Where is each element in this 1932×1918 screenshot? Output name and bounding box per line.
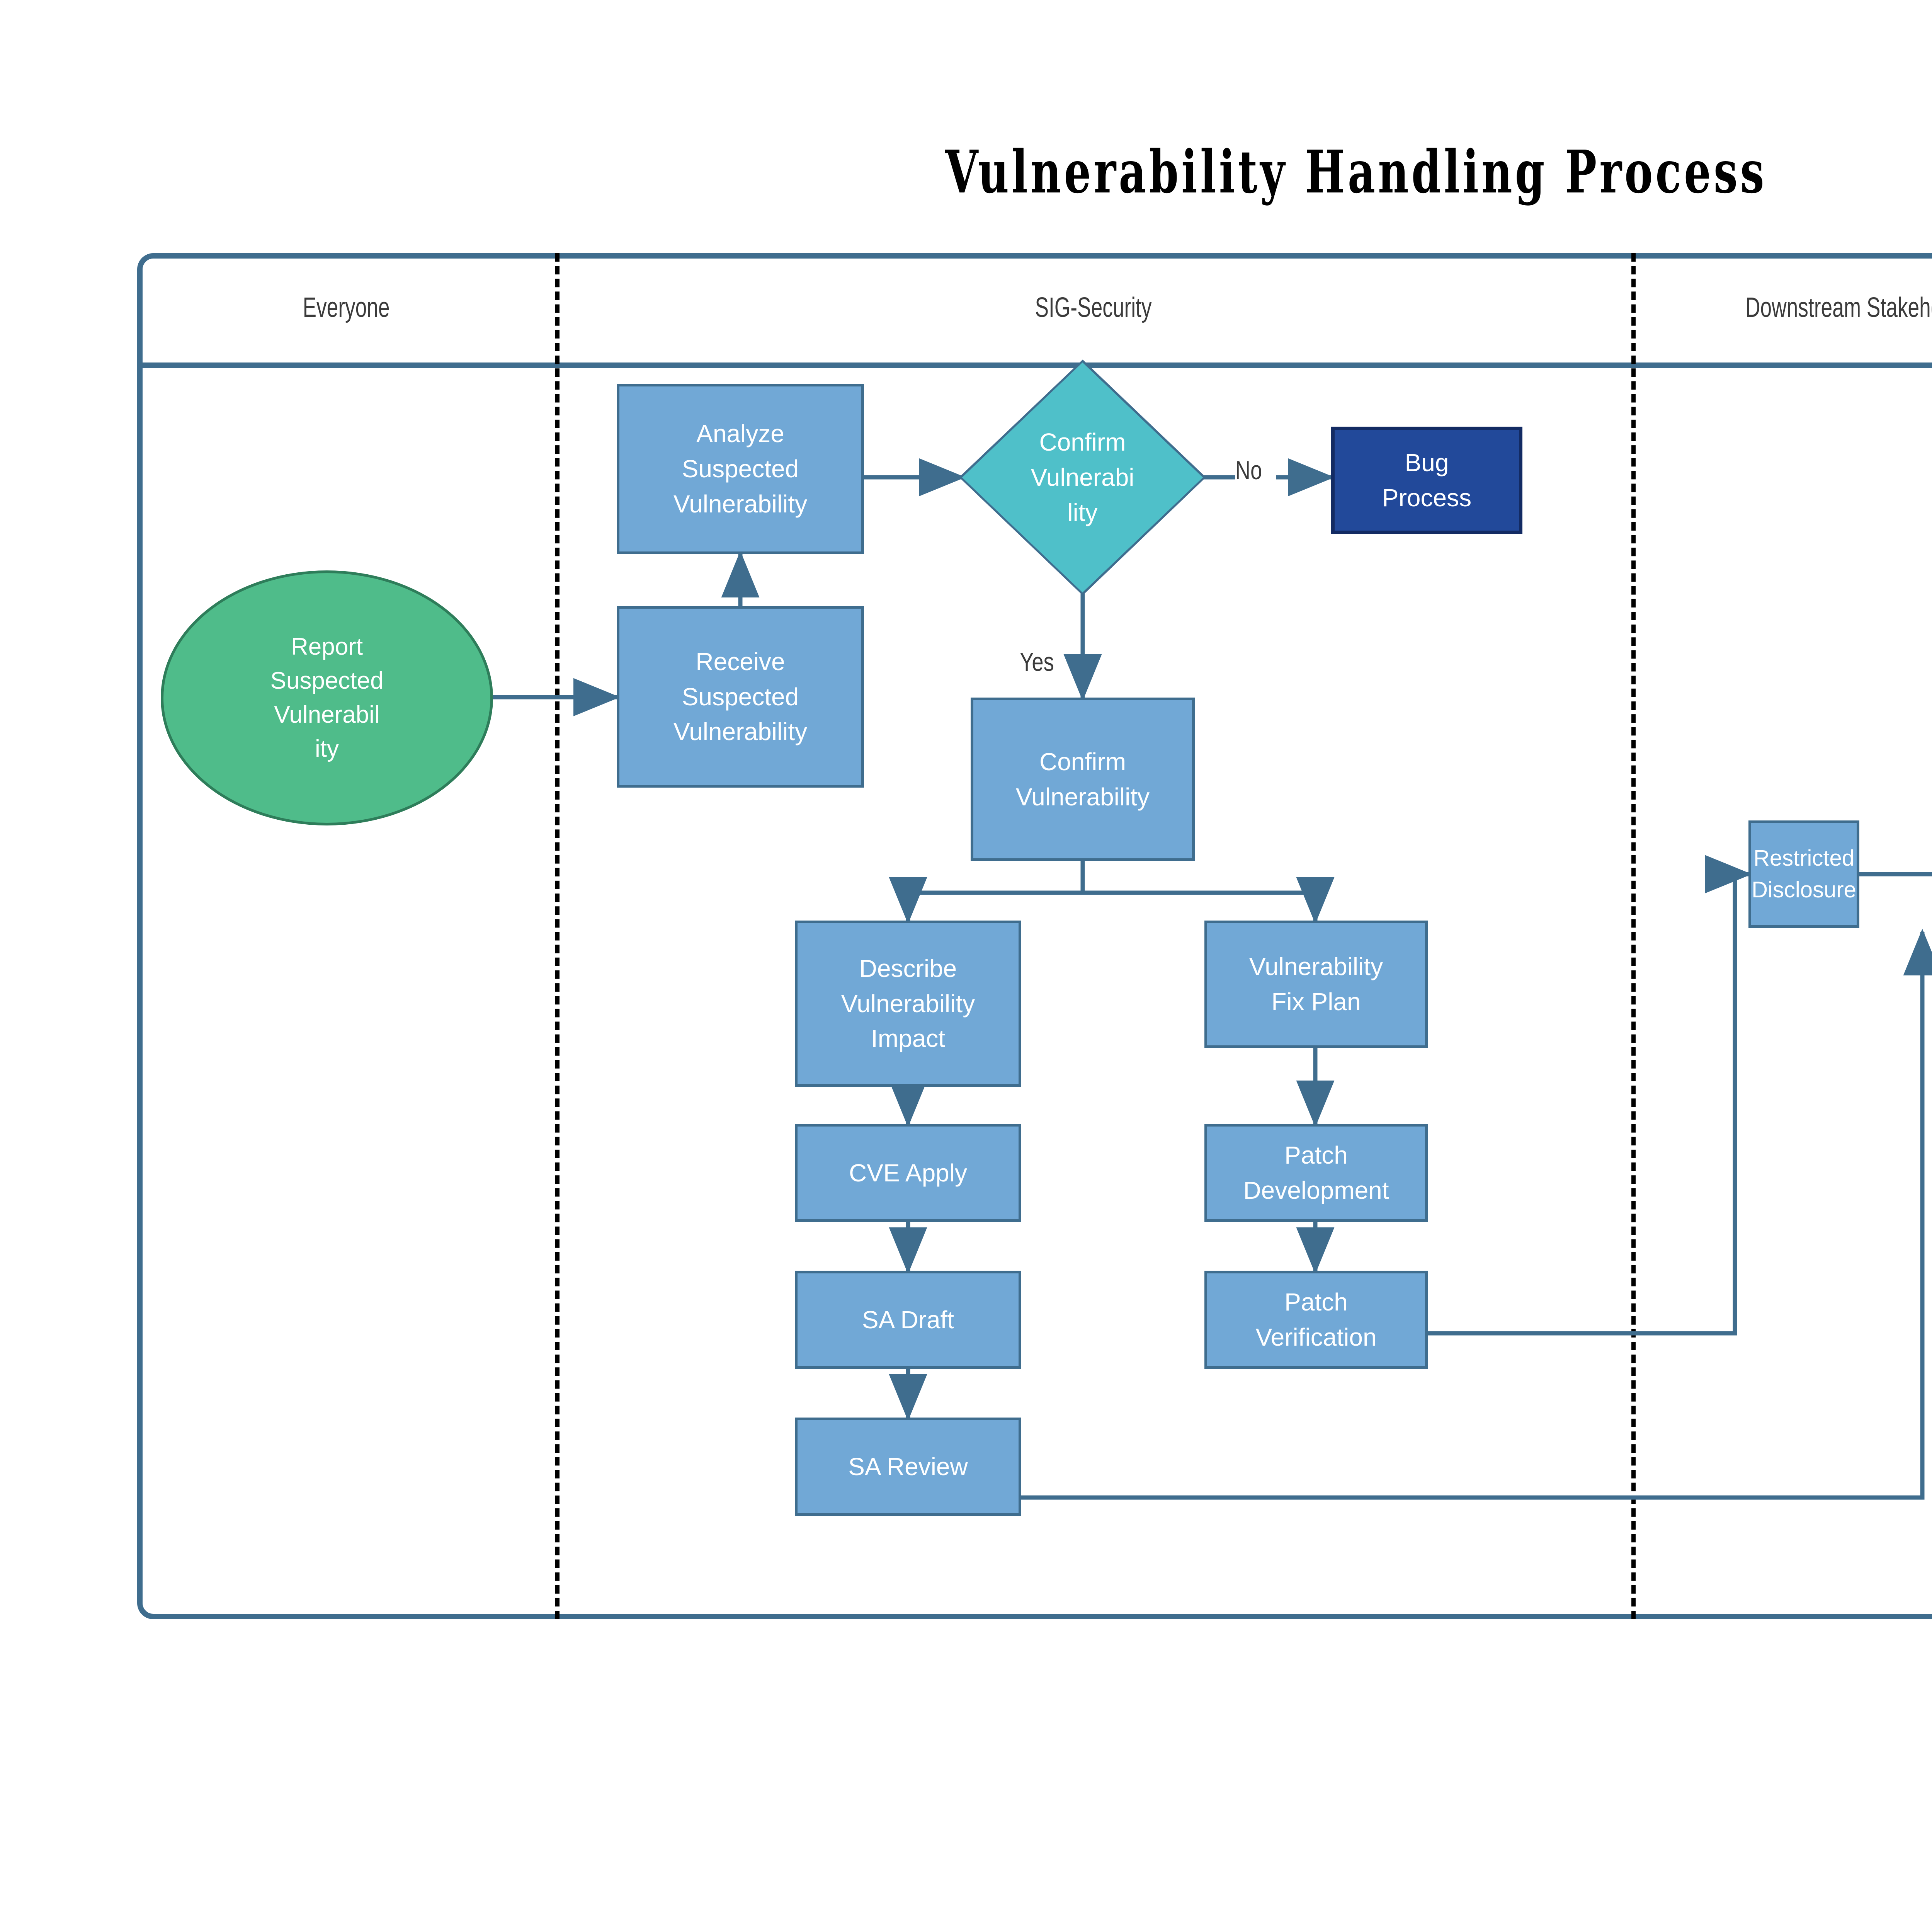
node-report-suspected-vulnerability[interactable]: Report Suspected Vulnerabil ity — [161, 570, 493, 825]
node-confirm-vulnerability-decision[interactable]: Confirm Vulnerabi lity — [962, 362, 1203, 592]
node-vulnerability-fix-plan[interactable]: Vulnerability Fix Plan — [1204, 921, 1428, 1048]
edge-label-yes: Yes — [1020, 647, 1054, 677]
node-confirm-vulnerability[interactable]: Confirm Vulnerability — [971, 698, 1195, 861]
node-patch-verification[interactable]: Patch Verification — [1204, 1271, 1428, 1369]
node-label: SA Draft — [862, 1305, 954, 1334]
node-restricted-disclosure[interactable]: Restricted Disclosure — [1748, 820, 1859, 928]
node-label: Restricted Disclosure — [1752, 845, 1856, 902]
lane-divider-2 — [1631, 253, 1636, 1619]
node-label: Report Suspected Vulnerabil ity — [270, 633, 384, 762]
lane-divider-1 — [555, 253, 560, 1619]
edge-label-no: No — [1235, 456, 1262, 485]
node-label: Describe Vulnerability Impact — [841, 954, 975, 1053]
node-label: Analyze Suspected Vulnerability — [673, 420, 808, 518]
node-cve-apply[interactable]: CVE Apply — [795, 1124, 1021, 1222]
lane-title-sig-security: SIG-Security — [1035, 292, 1152, 323]
node-describe-vulnerability-impact[interactable]: Describe Vulnerability Impact — [795, 921, 1021, 1087]
node-label: Confirm Vulnerabi lity — [1031, 428, 1134, 526]
node-label: Receive Suspected Vulnerability — [673, 647, 808, 746]
node-label: Patch Development — [1243, 1141, 1389, 1204]
node-sa-draft[interactable]: SA Draft — [795, 1271, 1021, 1369]
lane-title-everyone-left: Everyone — [303, 292, 390, 323]
node-bug-process[interactable]: Bug Process — [1331, 427, 1522, 534]
node-label: Patch Verification — [1255, 1288, 1377, 1351]
node-patch-development[interactable]: Patch Development — [1204, 1124, 1428, 1222]
node-sa-review[interactable]: SA Review — [795, 1418, 1021, 1516]
lane-title-downstream-stakeholders: Downstream Stakeholders — [1745, 292, 1932, 323]
page-title: Vulnerability Handling Process — [945, 137, 1767, 206]
node-receive-suspected-vulnerability[interactable]: Receive Suspected Vulnerability — [617, 606, 864, 788]
node-label: CVE Apply — [849, 1159, 967, 1187]
node-label: Confirm Vulnerability — [1015, 747, 1150, 811]
node-analyze-suspected-vulnerability[interactable]: Analyze Suspected Vulnerability — [617, 384, 864, 554]
node-label: SA Review — [848, 1452, 968, 1481]
node-label: Vulnerability Fix Plan — [1249, 953, 1383, 1016]
node-label: Bug Process — [1382, 449, 1472, 512]
